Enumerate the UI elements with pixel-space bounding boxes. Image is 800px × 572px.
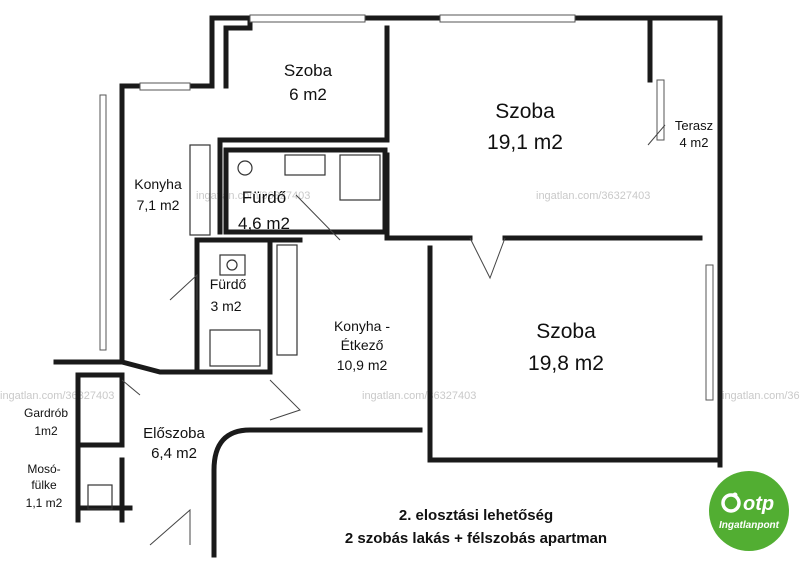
watermark: ingatlan.com/36327403 [722, 390, 800, 402]
logo-sub: Ingatlanpont [719, 520, 780, 531]
room-terasz: Terasz 4 m2 [675, 118, 713, 150]
room-area: 4 m2 [680, 135, 709, 150]
room-szoba-6: Szoba 6 m2 [284, 61, 333, 104]
interior-walls [75, 25, 703, 523]
room-furdo-3: Fürdő 3 m2 [210, 276, 247, 314]
fixtures [87, 124, 666, 546]
room-name: Szoba [284, 61, 333, 80]
room-szoba-19-8: Szoba 19,8 m2 [528, 320, 604, 375]
washing-machine-icon [87, 484, 113, 510]
room-name: Fürdő [242, 188, 286, 207]
caption: 2. elosztási lehetőség 2 szobás lakás + … [345, 507, 607, 547]
toilet-icon [226, 259, 238, 271]
room-area: 1,1 m2 [26, 496, 63, 510]
room-area: 19,8 m2 [528, 352, 604, 375]
room-area: 4,6 m2 [238, 214, 290, 233]
windows [99, 14, 714, 401]
caption-line2: 2 szobás lakás + félszobás apartman [345, 530, 607, 547]
watermark: ingatlan.com/36327403 [536, 190, 650, 202]
room-name: Gardrób [24, 406, 68, 420]
room-name-line2: fülke [31, 478, 57, 492]
room-name: Terasz [675, 118, 713, 133]
room-konyha-etkezo: Konyha - Étkező 10,9 m2 [334, 318, 390, 373]
room-area: 3 m2 [210, 298, 241, 314]
room-konyha: Konyha 7,1 m2 [134, 176, 182, 213]
logo-badge [709, 471, 789, 551]
room-name: Fürdő [210, 276, 247, 292]
room-area: 6,4 m2 [151, 445, 197, 462]
room-name: Konyha - [334, 318, 390, 334]
room-name-line2: Étkező [341, 337, 384, 353]
sink-icon [219, 254, 246, 276]
room-furdo-4-6: Fürdő 4,6 m2 [238, 188, 290, 233]
room-name: Szoba [536, 320, 596, 343]
room-area: 1m2 [34, 424, 58, 438]
room-area: 6 m2 [289, 85, 327, 104]
room-area: 10,9 m2 [337, 357, 388, 373]
room-mosofulke: Mosó- fülke 1,1 m2 [26, 462, 63, 510]
shower-icon [209, 329, 261, 367]
room-area: 19,1 m2 [487, 131, 563, 154]
otp-logo: otp Ingatlanpont [709, 471, 789, 551]
watermark: ingatlan.com/36327403 [362, 390, 476, 402]
room-name: Szoba [495, 100, 555, 123]
sink-icon [284, 154, 326, 176]
room-name: Előszoba [143, 425, 205, 442]
toilet-icon [237, 160, 253, 176]
caption-line1: 2. elosztási lehetőség [399, 507, 553, 524]
room-szoba-19-1: Szoba 19,1 m2 [487, 100, 563, 154]
room-area: 7,1 m2 [137, 197, 180, 213]
room-eloszoba: Előszoba 6,4 m2 [143, 425, 205, 462]
logo-mark-icon [721, 493, 741, 513]
room-name: Mosó- [27, 462, 60, 476]
logo-brand: otp [743, 493, 774, 515]
room-name: Konyha [134, 176, 182, 192]
watermark: ingatlan.com/36327403 [0, 390, 114, 402]
room-gardrob: Gardrób 1m2 [24, 406, 68, 438]
